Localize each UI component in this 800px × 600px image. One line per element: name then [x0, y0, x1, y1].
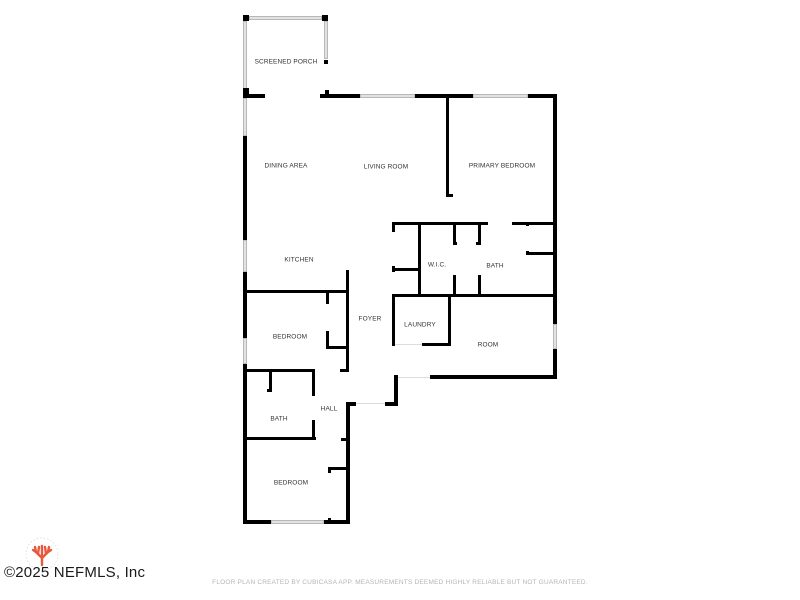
dining-window — [243, 98, 247, 136]
wall — [448, 294, 451, 346]
wall — [553, 349, 557, 379]
wall — [243, 94, 265, 98]
room-label-kitchen: KITCHEN — [284, 256, 314, 264]
wall — [392, 294, 557, 297]
wall — [528, 94, 557, 98]
wall — [512, 222, 557, 225]
wall — [453, 275, 456, 296]
laundry-door-opening — [395, 344, 422, 345]
wall — [385, 402, 398, 406]
living-window — [360, 94, 415, 98]
wall — [328, 467, 347, 470]
wall — [446, 194, 453, 197]
wall — [346, 270, 349, 346]
wall — [243, 437, 316, 440]
wall — [346, 402, 356, 406]
door-opening — [398, 377, 430, 378]
wall — [392, 268, 419, 271]
wall — [526, 222, 529, 226]
wall — [392, 294, 395, 346]
porch-window-left — [243, 21, 247, 89]
entry-door-opening — [356, 403, 385, 404]
room-label-living-room: LIVING ROOM — [363, 163, 409, 171]
wall — [328, 467, 331, 473]
wall — [346, 346, 349, 372]
wall — [394, 375, 398, 406]
bedroom2-window — [271, 520, 324, 524]
porch-window-right — [324, 21, 328, 59]
room-window — [553, 324, 557, 349]
wall — [312, 369, 315, 396]
wall — [243, 136, 247, 240]
room-label-laundry: LAUNDRY — [404, 321, 436, 329]
wall — [340, 369, 349, 372]
wall — [478, 275, 481, 296]
room-label-screened-porch: SCREENED PORCH — [254, 58, 318, 66]
room-label-dining-area: DINING AREA — [264, 162, 308, 170]
wall — [553, 94, 557, 324]
wall — [243, 364, 247, 524]
room-label-bedroom-1: BEDROOM — [272, 333, 308, 341]
wall — [341, 438, 347, 441]
wall — [243, 369, 315, 372]
wall — [328, 518, 331, 522]
wall — [269, 369, 272, 391]
room-label-bath-2: BATH — [270, 415, 288, 423]
wall — [312, 420, 315, 440]
wall — [243, 272, 247, 338]
wall — [415, 94, 473, 98]
wall — [526, 252, 557, 255]
bedroom-window — [473, 94, 528, 98]
wall — [392, 222, 395, 232]
wall — [346, 402, 350, 524]
wall — [243, 15, 249, 21]
floor-plan-disclaimer: FLOOR PLAN CREATED BY CUBICASA APP. MEAS… — [212, 579, 588, 586]
wall — [322, 15, 328, 21]
wall — [418, 222, 421, 296]
coral-logo-icon — [25, 537, 59, 571]
wall — [267, 389, 272, 392]
wall — [453, 242, 457, 245]
wall — [326, 290, 329, 304]
wall — [243, 520, 271, 524]
wall — [243, 290, 349, 293]
room-label-wic: W.I.C. — [427, 261, 447, 269]
wall — [422, 343, 451, 346]
porch-window-top — [249, 16, 322, 20]
wall — [326, 346, 349, 349]
wall — [478, 222, 481, 244]
bedroom1-window — [243, 338, 247, 364]
copyright-watermark: ©2025 NEFMLS, Inc — [4, 564, 146, 581]
room-label-hall: HALL — [320, 405, 338, 413]
room-label-foyer: FOYER — [358, 315, 382, 323]
wall — [243, 88, 249, 96]
wall — [324, 520, 350, 524]
room-label-primary-bedroom: PRIMARY BEDROOM — [468, 162, 536, 170]
wall — [476, 242, 481, 245]
wall — [326, 331, 329, 348]
wall — [430, 375, 557, 379]
wall — [453, 222, 456, 244]
wall — [320, 94, 360, 98]
wall — [325, 90, 329, 95]
kitchen-window — [243, 240, 247, 272]
wall — [446, 94, 449, 196]
wall — [392, 222, 488, 225]
room-label-bedroom-2: BEDROOM — [273, 479, 309, 487]
room-label-primary-bath: BATH — [486, 262, 504, 270]
wall — [324, 60, 328, 64]
room-label-room: ROOM — [477, 341, 499, 349]
